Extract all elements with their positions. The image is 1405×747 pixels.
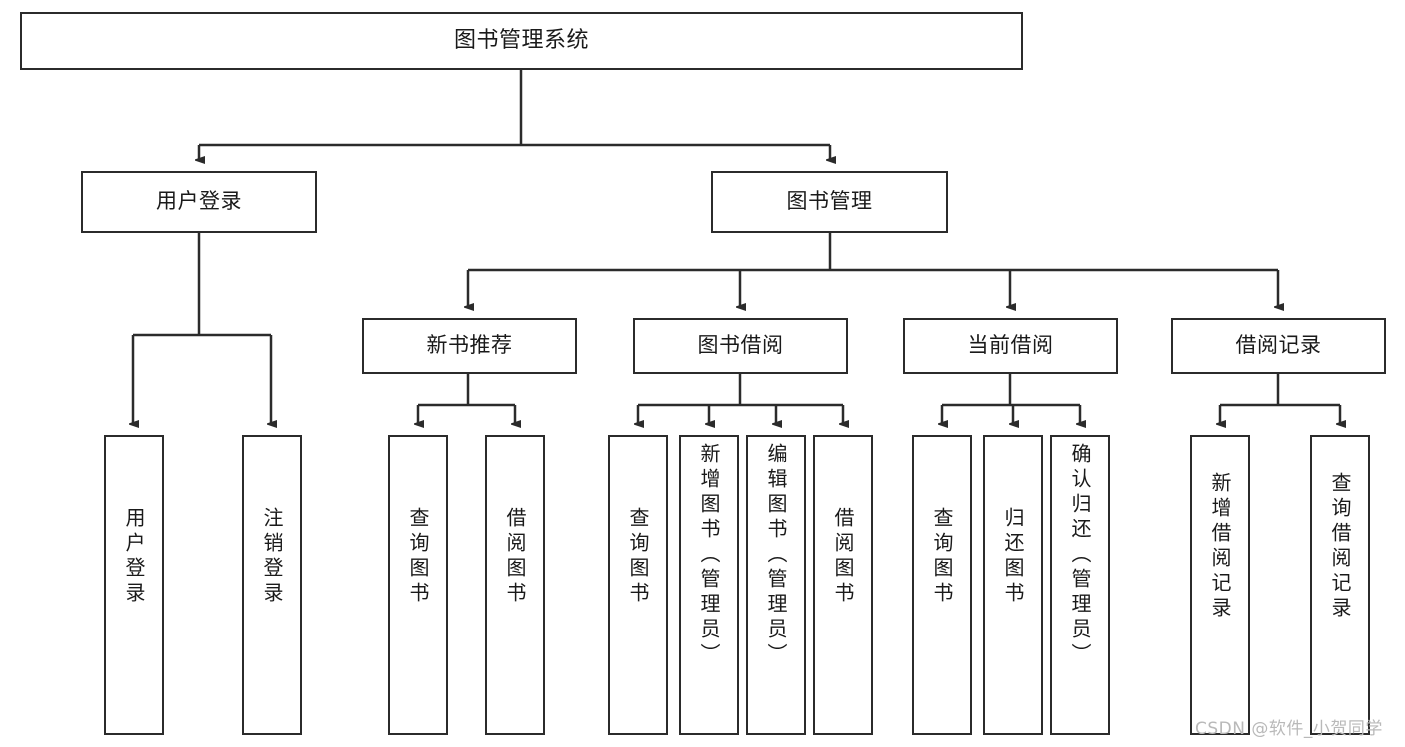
node-leaf-borrow-book-rec-label: 借阅图书 — [503, 507, 527, 607]
node-new-book-rec-label: 新书推荐 — [426, 333, 513, 358]
node-book-borrow[interactable]: 图书借阅 — [633, 318, 848, 374]
csdn-watermark: CSDN @软件_小贺同学 — [1195, 719, 1383, 739]
node-leaf-return-book-label: 归还图书 — [1001, 507, 1025, 607]
node-leaf-return-book[interactable]: 归还图书 — [983, 435, 1043, 735]
node-leaf-query-book-rec-label: 查询图书 — [406, 507, 430, 607]
node-leaf-edit-book-label: 编辑图书（管理员） — [764, 443, 788, 668]
node-leaf-user-logout[interactable]: 注销登录 — [242, 435, 302, 735]
node-current-borrow[interactable]: 当前借阅 — [903, 318, 1118, 374]
node-leaf-confirm-return-label: 确认归还（管理员） — [1068, 443, 1092, 668]
node-book-manage[interactable]: 图书管理 — [711, 171, 948, 233]
node-leaf-query-book[interactable]: 查询图书 — [608, 435, 668, 735]
node-leaf-add-book[interactable]: 新增图书（管理员） — [679, 435, 739, 735]
node-leaf-user-login[interactable]: 用户登录 — [104, 435, 164, 735]
node-leaf-add-record[interactable]: 新增借阅记录 — [1190, 435, 1250, 735]
node-new-book-rec[interactable]: 新书推荐 — [362, 318, 577, 374]
node-leaf-borrow-book-label: 借阅图书 — [831, 507, 855, 607]
node-leaf-user-logout-label: 注销登录 — [260, 507, 284, 607]
node-leaf-query-record[interactable]: 查询借阅记录 — [1310, 435, 1370, 735]
node-leaf-user-login-label: 用户登录 — [122, 507, 146, 607]
node-leaf-add-record-label: 新增借阅记录 — [1208, 472, 1232, 622]
node-user-login[interactable]: 用户登录 — [81, 171, 317, 233]
node-current-borrow-label: 当前借阅 — [967, 333, 1054, 358]
node-leaf-query-book-label: 查询图书 — [626, 507, 650, 607]
node-leaf-edit-book[interactable]: 编辑图书（管理员） — [746, 435, 806, 735]
node-root-label: 图书管理系统 — [453, 27, 589, 53]
node-user-login-label: 用户登录 — [156, 189, 242, 214]
node-book-borrow-label: 图书借阅 — [697, 333, 784, 358]
node-book-manage-label: 图书管理 — [786, 189, 873, 214]
node-leaf-query-book-cur[interactable]: 查询图书 — [912, 435, 972, 735]
node-borrow-record-label: 借阅记录 — [1235, 333, 1322, 358]
node-leaf-confirm-return[interactable]: 确认归还（管理员） — [1050, 435, 1110, 735]
node-root[interactable]: 图书管理系统 — [20, 12, 1023, 70]
node-leaf-query-record-label: 查询借阅记录 — [1328, 472, 1352, 622]
node-leaf-query-book-rec[interactable]: 查询图书 — [388, 435, 448, 735]
node-leaf-query-book-cur-label: 查询图书 — [930, 507, 954, 607]
node-leaf-borrow-book[interactable]: 借阅图书 — [813, 435, 873, 735]
node-borrow-record[interactable]: 借阅记录 — [1171, 318, 1386, 374]
node-leaf-borrow-book-rec[interactable]: 借阅图书 — [485, 435, 545, 735]
node-leaf-add-book-label: 新增图书（管理员） — [697, 443, 721, 668]
